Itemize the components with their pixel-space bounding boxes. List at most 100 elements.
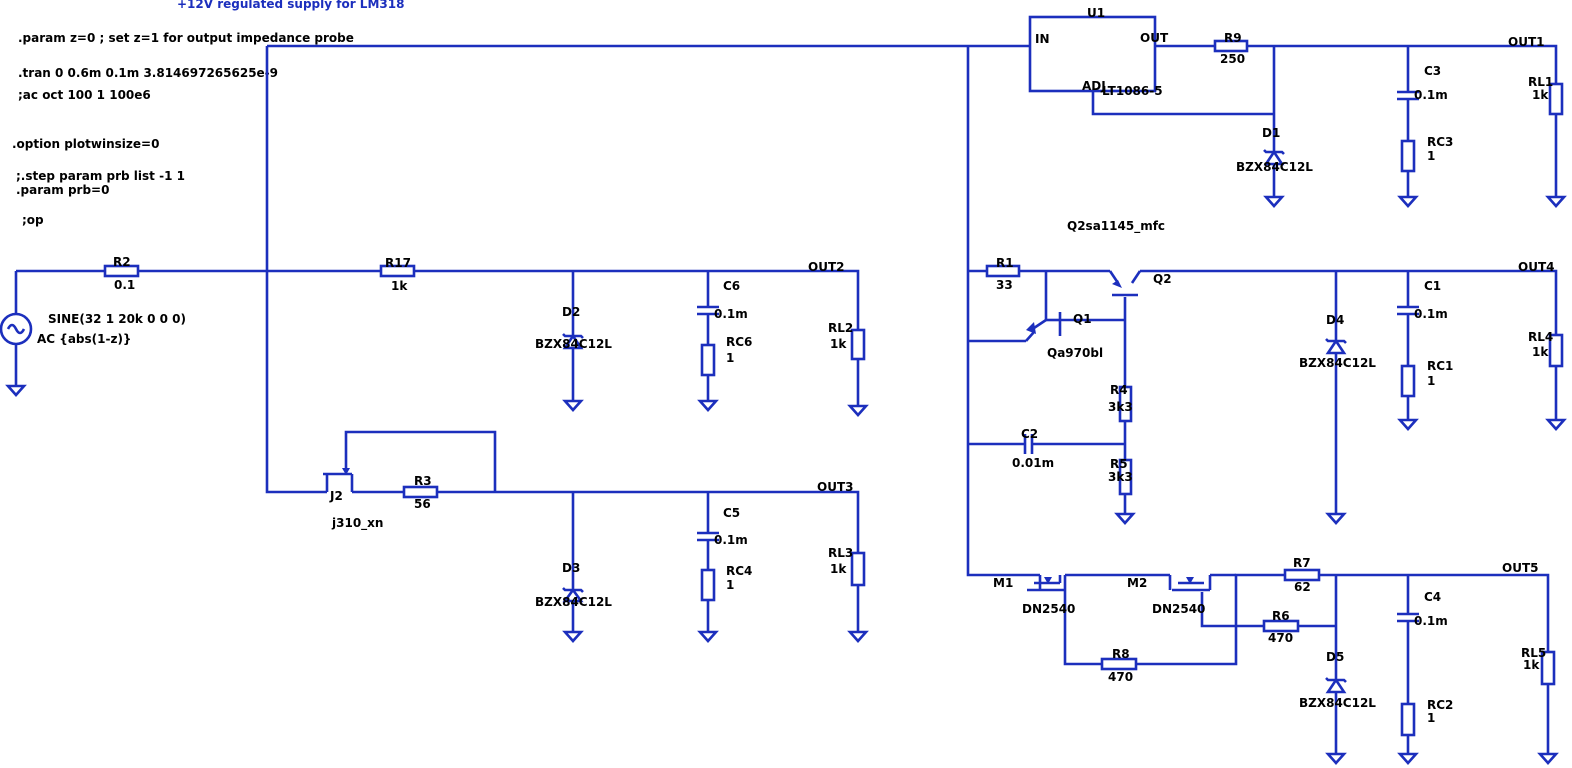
mosfet-m1[interactable]: M1 DN2540	[993, 575, 1075, 616]
capacitor-c3[interactable]: C3 0.1m	[1397, 64, 1448, 102]
r8-body[interactable]	[1100, 657, 1138, 671]
zener-d5[interactable]: D5 BZX84C12L	[1299, 650, 1376, 710]
r5-body[interactable]	[1118, 458, 1133, 496]
directive-ac[interactable]: ;ac oct 100 1 100e6	[18, 88, 151, 102]
rc4-body[interactable]	[700, 568, 716, 602]
directive-param-prb[interactable]: .param prb=0	[16, 183, 109, 197]
resistor-rc1[interactable]: RC1 1	[1400, 359, 1453, 398]
resistor-rc2[interactable]: RC2 1	[1400, 698, 1453, 737]
rc4-name: RC4	[726, 564, 752, 578]
resistor-r17[interactable]: R17 1k	[379, 256, 416, 293]
resistor-rl1[interactable]: RL1 1k	[1528, 75, 1564, 116]
rl4-body[interactable]	[1548, 333, 1564, 368]
directive-op[interactable]: ;op	[22, 213, 44, 227]
net-label-out2: OUT2	[808, 260, 844, 274]
capacitor-c6[interactable]: C6 0.1m	[697, 279, 748, 321]
r7-body[interactable]	[1283, 568, 1321, 582]
resistor-r6[interactable]: R6 470	[1262, 609, 1300, 645]
wire-adj[interactable]	[1091, 90, 1274, 116]
transistor-q1[interactable]: Q1 Qa970bl	[1025, 312, 1103, 360]
directive-step[interactable]: ;.step param prb list -1 1	[16, 169, 185, 183]
capacitor-c1[interactable]: C1 0.1m	[1397, 279, 1448, 321]
sine-source-icon[interactable]	[0, 312, 33, 346]
wire-out1[interactable]	[1247, 44, 1558, 84]
d3-name: D3	[562, 561, 580, 575]
zener-d2[interactable]: D2 BZX84C12L	[535, 305, 612, 351]
rl3-body[interactable]	[850, 551, 866, 587]
wire-out4[interactable]	[1140, 269, 1558, 335]
wire-m1-r8[interactable]	[1063, 575, 1102, 666]
wire-right-bus[interactable]	[966, 46, 1040, 577]
capacitor-c5[interactable]: C5 0.1m	[697, 506, 748, 547]
ground-icon	[1397, 195, 1419, 208]
resistor-rl5[interactable]: RL5 1k	[1521, 646, 1556, 686]
resistor-r2[interactable]: R2 0.1	[103, 255, 140, 292]
resistor-rc3[interactable]: RC3 1	[1400, 135, 1453, 173]
resistor-r8[interactable]: R8 470	[1100, 647, 1138, 684]
jfet-j2[interactable]: J2 j310_xn	[323, 468, 383, 531]
rc1-body[interactable]	[1400, 364, 1416, 398]
rc1-name: RC1	[1427, 359, 1453, 373]
rc3-body[interactable]	[1400, 139, 1416, 173]
d4-zener-icon[interactable]	[1325, 338, 1347, 355]
r1-body[interactable]	[985, 264, 1021, 278]
directive-tran[interactable]: .tran 0 0.6m 0.1m 3.814697265625e-9	[18, 66, 278, 80]
ground-icon	[562, 399, 584, 412]
wire-out5[interactable]	[1319, 573, 1550, 652]
resistor-rc6[interactable]: RC6 1	[700, 335, 752, 377]
resistor-rl4[interactable]: RL4 1k	[1528, 330, 1564, 368]
r3-body[interactable]	[402, 485, 439, 499]
wire-left-bus[interactable]	[265, 46, 327, 494]
regulator-u1[interactable]: U1 IN OUT ADJ LT1086-5	[1028, 6, 1169, 98]
rc1-value: 1	[1427, 374, 1435, 388]
r4-name: R4	[1110, 383, 1128, 397]
resistor-r5[interactable]: R5 3k3	[1108, 457, 1133, 496]
r2-body[interactable]	[103, 264, 140, 278]
resistor-rl3[interactable]: RL3 1k	[828, 546, 866, 587]
d2-zener-icon[interactable]	[562, 333, 584, 350]
wire-out3[interactable]	[438, 490, 860, 553]
capacitor-c2[interactable]: C2 0.01m	[1012, 427, 1054, 470]
r6-name: R6	[1272, 609, 1290, 623]
c3-value: 0.1m	[1414, 88, 1448, 102]
resistor-rc4[interactable]: RC4 1	[700, 564, 752, 602]
rl2-body[interactable]	[850, 328, 866, 361]
r17-body[interactable]	[379, 264, 416, 278]
resistor-r4[interactable]: R4 3k3	[1108, 383, 1133, 423]
r9-body[interactable]	[1213, 39, 1249, 53]
zener-d4[interactable]: D4 BZX84C12L	[1299, 313, 1376, 370]
r6-value: 470	[1268, 631, 1293, 645]
wire-out2[interactable]	[415, 269, 860, 330]
r6-body[interactable]	[1262, 619, 1300, 633]
wire-m2-gate-r6[interactable]	[1200, 592, 1264, 628]
directive-option[interactable]: .option plotwinsize=0	[12, 137, 159, 151]
d1-zener-icon[interactable]	[1263, 149, 1285, 166]
zener-d3[interactable]: D3 BZX84C12L	[535, 561, 612, 609]
m2-arrow-icon	[1186, 577, 1194, 584]
voltage-source-v1[interactable]: SINE(32 1 20k 0 0 0) AC {abs(1-z)}	[0, 312, 186, 346]
resistor-r9[interactable]: R9 250	[1213, 31, 1249, 66]
d5-name: D5	[1326, 650, 1344, 664]
regulator-body[interactable]	[1028, 15, 1157, 93]
r5-name: R5	[1110, 457, 1128, 471]
rl5-body[interactable]	[1540, 650, 1556, 686]
resistor-r7[interactable]: R7 62	[1283, 556, 1321, 594]
resistor-r3[interactable]: R3 56	[402, 474, 439, 511]
net-labels: OUT1 OUT2 OUT3 OUT4 OUT5	[808, 35, 1554, 575]
zener-d1[interactable]: D1 BZX84C12L	[1236, 126, 1313, 174]
resistor-r1[interactable]: R1 33	[985, 256, 1021, 292]
transistor-q2[interactable]: Q2 Q2sa1145_mfc	[1067, 219, 1172, 297]
r4-body[interactable]	[1118, 385, 1133, 423]
capacitor-c4[interactable]: C4 0.1m	[1397, 590, 1448, 628]
rc2-body[interactable]	[1400, 702, 1416, 737]
resistor-rl2[interactable]: RL2 1k	[828, 321, 866, 361]
wire-r8-r7[interactable]	[1136, 573, 1285, 666]
wire-j2-gate-loop[interactable]	[344, 430, 497, 492]
d3-zener-icon[interactable]	[562, 587, 584, 603]
mosfet-m2[interactable]: M2 DN2540	[1127, 575, 1212, 616]
directive-param-z[interactable]: .param z=0 ; set z=1 for output impedanc…	[18, 31, 354, 45]
rl1-body[interactable]	[1548, 82, 1564, 116]
d5-zener-icon[interactable]	[1325, 677, 1347, 694]
j2-name: J2	[329, 489, 343, 503]
rc6-body[interactable]	[700, 343, 716, 377]
